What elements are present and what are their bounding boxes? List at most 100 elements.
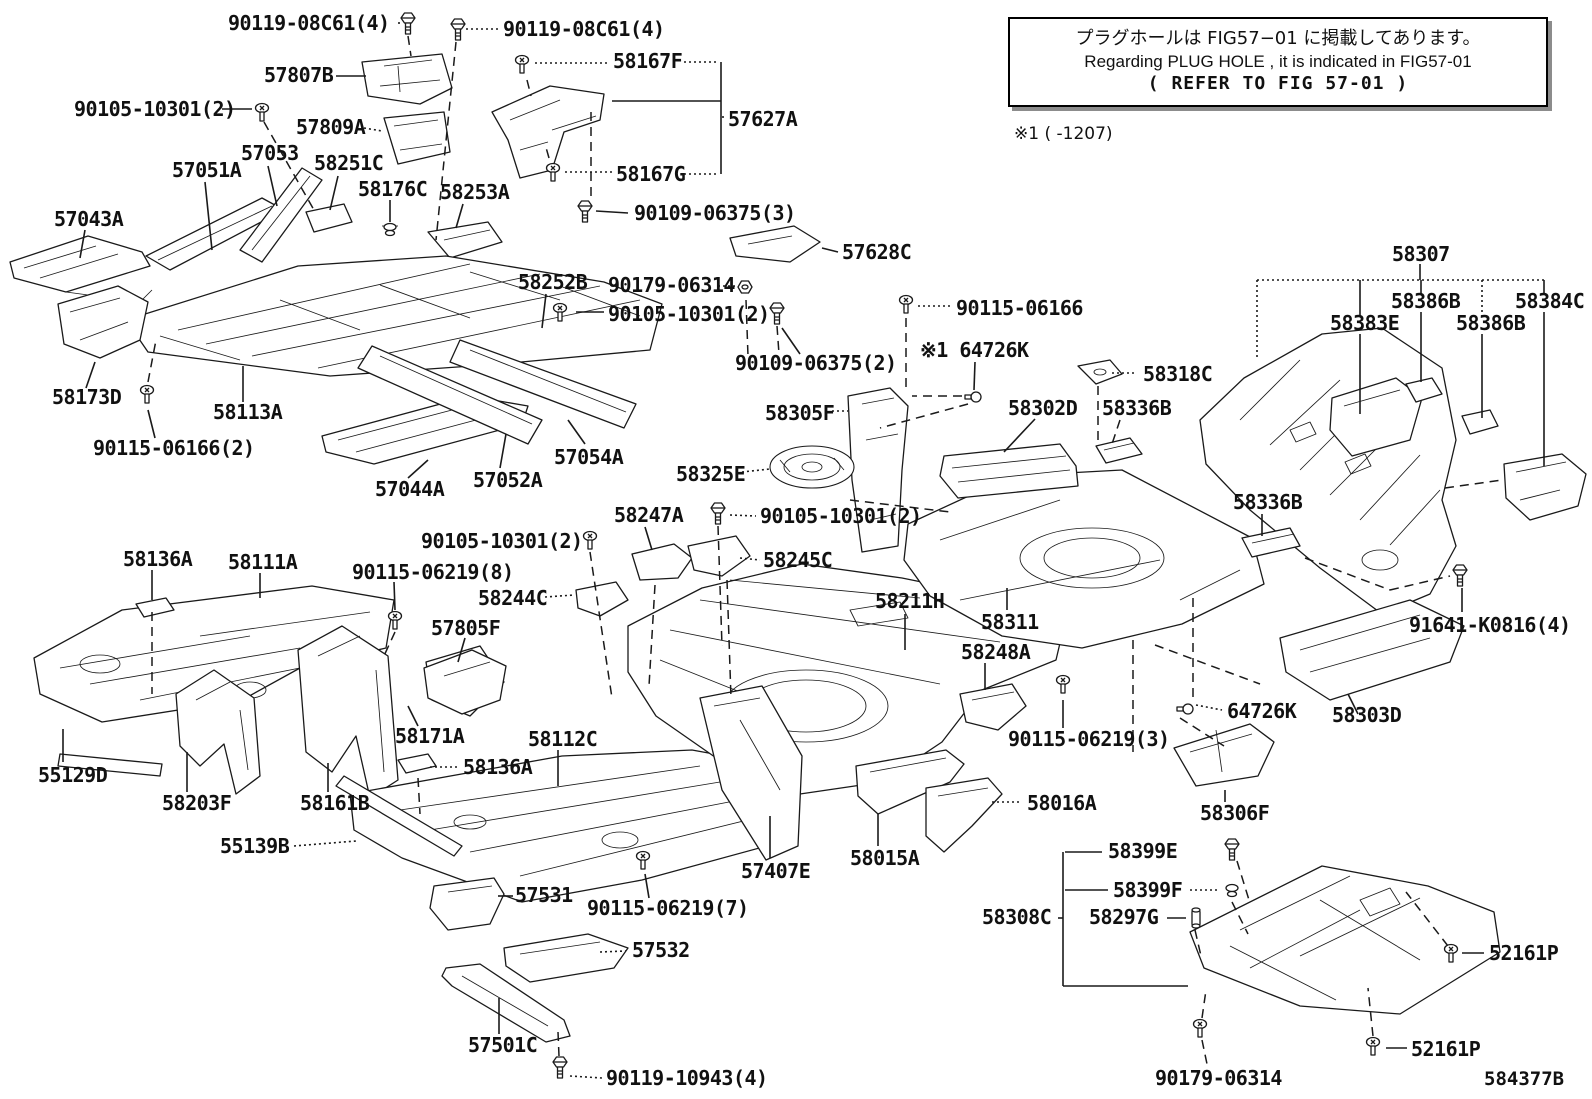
fastener-nut-icon — [737, 280, 753, 294]
part-label-58016A: 58016A — [1027, 791, 1097, 815]
part-label-57809A: 57809A — [296, 115, 366, 139]
leader-line — [1201, 1039, 1208, 1065]
fastener-screw-icon — [139, 384, 155, 404]
part-label-9011908C614: 90119-08C61(4) — [503, 17, 665, 41]
part-58247A-bracket — [631, 543, 693, 581]
leader-line — [329, 175, 339, 211]
fastener-bolt-icon — [450, 18, 466, 41]
part-label-58318C: 58318C — [1143, 362, 1212, 386]
fastener-screw-icon — [1192, 1018, 1208, 1038]
part-57407E-crossmember — [699, 685, 803, 861]
fastener-screw-icon — [1055, 674, 1071, 694]
part-57532-bracket — [503, 933, 629, 983]
leader-line — [739, 557, 761, 561]
leader-line — [1179, 717, 1225, 747]
part-58113A-front-floor-pan — [125, 255, 663, 377]
part-label-58386B: 58386B — [1391, 289, 1461, 313]
fastener-bolt-icon — [400, 12, 416, 35]
leader-line — [599, 950, 627, 953]
fastener-bolt-icon — [710, 502, 726, 525]
part-58336B-clips — [1095, 437, 1301, 558]
note-line-english: Regarding PLUG HOLE , it is indicated in… — [1084, 51, 1472, 71]
fastener-bolt-icon — [552, 1056, 568, 1079]
drawing-id: 584377B — [1484, 1068, 1565, 1090]
part-label-90119109434: 90119-10943(4) — [606, 1066, 768, 1090]
leader-line — [147, 339, 157, 383]
part-label-52161P: 52161P — [1489, 941, 1559, 965]
fastener-screw-icon — [1365, 1036, 1381, 1056]
part-58244C-bracket — [575, 581, 629, 617]
part-57627A-support — [491, 85, 605, 179]
leader-line — [204, 181, 213, 251]
part-label-58113A: 58113A — [213, 400, 283, 424]
part-label-57051A: 57051A — [172, 158, 242, 182]
leader-line — [457, 637, 466, 663]
part-label-55139B: 55139B — [220, 834, 290, 858]
leader-line — [1444, 479, 1503, 489]
fastener-bolt-icon — [1452, 564, 1468, 587]
part-58302D-crossmember — [939, 443, 1079, 499]
part-label-58173D: 58173D — [52, 385, 122, 409]
fastener-grommet-icon — [383, 222, 397, 237]
fastener-bolt-icon — [769, 302, 785, 325]
leader-line — [382, 631, 396, 659]
leader-line — [544, 594, 575, 598]
part-label-58253A: 58253A — [440, 180, 510, 204]
part-label-57628C: 57628C — [842, 240, 911, 264]
leader-line — [729, 514, 757, 517]
leader-line — [526, 79, 532, 97]
part-label-58305F: 58305F — [765, 401, 834, 425]
leader-line — [1347, 693, 1359, 715]
leader-line — [726, 579, 732, 699]
part-label-90115061662: 90115-06166(2) — [93, 436, 255, 460]
leader-line — [407, 705, 419, 727]
part-58161B-tunnel-stay — [297, 625, 399, 799]
part-label-58384C: 58384C — [1515, 289, 1584, 313]
leader-line — [1405, 891, 1449, 947]
leader-line — [821, 247, 839, 253]
leader-line — [455, 203, 464, 229]
fastener-screw-icon — [514, 54, 530, 74]
leader-lines-layer — [62, 22, 1545, 1079]
leader-line — [879, 403, 969, 429]
part-57805F-bracket — [423, 649, 507, 715]
part-label-57054A: 57054A — [554, 445, 624, 469]
part-label-58111A: 58111A — [228, 550, 298, 574]
part-58112C-floor-pan-center — [349, 749, 803, 903]
part-label-90105103012: 90105-10301(2) — [760, 504, 922, 528]
part-58386B-clips — [1405, 377, 1499, 435]
part-label-58399F: 58399F — [1113, 878, 1182, 902]
note-line-japanese: プラグホールは FIG57−01 に掲載してあります。 — [1075, 28, 1481, 50]
leader-line — [569, 1075, 603, 1079]
part-58173D-bracket — [57, 285, 149, 359]
part-label-58308C: 58308C — [982, 905, 1051, 929]
fastener-screw-icon — [545, 162, 561, 182]
leader-line — [1367, 987, 1374, 1037]
part-label-58399E: 58399E — [1108, 839, 1177, 863]
part-label-58336B: 58336B — [1102, 396, 1172, 420]
part-label-58167F: 58167F — [613, 49, 682, 73]
part-label-58248A: 58248A — [961, 640, 1031, 664]
part-58015A-rail — [855, 749, 965, 815]
part-label-58306F: 58306F — [1200, 801, 1269, 825]
leader-line — [393, 581, 396, 611]
leader-line — [544, 143, 550, 159]
part-label-58311: 58311 — [981, 610, 1039, 634]
leader-line — [1111, 419, 1121, 445]
part-label-58203F: 58203F — [162, 791, 231, 815]
part-label-57044A: 57044A — [375, 477, 445, 501]
part-label-9011908C614: 90119-08C61(4) — [228, 11, 390, 35]
leader-line — [1231, 901, 1249, 935]
part-58384C-bracket — [1503, 453, 1587, 521]
part-58305F-bracket — [847, 387, 909, 553]
part-label-90109063753: 90109-06375(3) — [634, 201, 796, 225]
part-label-9011506166: 90115-06166 — [956, 296, 1083, 320]
leader-line — [85, 361, 96, 389]
part-label-57531: 57531 — [515, 883, 573, 907]
part-label-57627A: 57627A — [728, 107, 798, 131]
leader-line — [973, 361, 976, 391]
part-58318C-clip — [1077, 359, 1123, 385]
part-label-90115062193: 90115-06219(3) — [1008, 727, 1170, 751]
part-label-57532: 57532 — [632, 938, 690, 962]
